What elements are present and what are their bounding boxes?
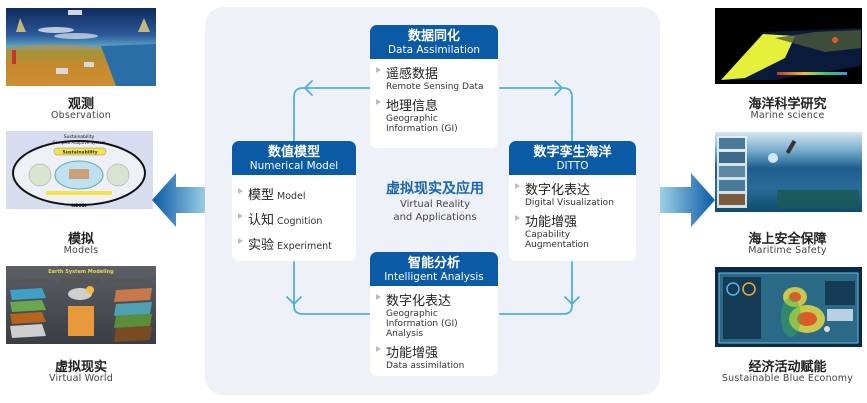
item-label-en: Experiment [277,241,332,252]
item-label-en: Information (GI) [386,319,458,329]
item-label-en: Cognition [277,216,323,227]
numerical-model-title-en: Numerical Model [249,160,339,172]
models-image-footer: NECSI [71,203,86,209]
models-label-en: Models [63,245,99,256]
item-label-en: Model [277,191,306,202]
maritime-safety-image [715,132,862,212]
ditto-box: 数字孪生海洋 DITTO 数字化表达 Digital Visualization… [509,141,636,261]
center-title-en-line2: and Applications [393,212,477,223]
models-label-cn: 模拟 [67,232,94,247]
item-label-en: Remote Sensing Data [386,82,484,92]
item-label-cn: 功能增强 [525,215,578,230]
models-image: Sustainability Complex Adaptive System S… [6,131,153,209]
bullet-triangle-icon [238,213,243,219]
item-label-en: Capability [525,230,571,240]
item-label-cn: 遥感数据 [386,67,439,82]
center-title-cn: 虚拟现实及应用 [386,181,484,197]
item-label-en: Geographic [386,309,438,319]
list-item: 数字化表达 Digital Visualization [515,179,630,208]
item-label-en: Analysis [386,329,424,339]
blue-economy-image [715,267,862,347]
marine-science-label-en: Marine science [750,110,825,121]
models-image-title1: Sustainability [64,134,95,140]
list-item: 地理信息 Geographic Information (GI) [376,95,492,134]
observation-label-cn: 观测 [67,97,94,112]
item-label-en: Augmentation [525,240,589,250]
list-item: 数字化表达 Geographic Information (GI) Analys… [376,290,492,339]
models-image-badge: Sustainability [62,150,97,156]
item-label-cn: 模型 [248,188,275,203]
left-arrow-icon [152,173,207,227]
blue-economy-label-en: Sustainable Blue Economy [721,373,854,384]
bullet-triangle-icon [376,67,381,73]
ditto-title-cn: 数字孪生海洋 [533,145,612,160]
center-title-en-line1: Virtual Reality [399,199,471,210]
intelligent-analysis-box: 智能分析 Intelligent Analysis 数字化表达 Geograph… [370,252,498,376]
bullet-triangle-icon [515,183,520,189]
intelligent-analysis-title-en: Intelligent Analysis [384,271,484,283]
bullet-triangle-icon [515,215,520,221]
virtual-world-label-en: Virtual World [49,373,113,384]
item-label-en: Geographic [386,114,438,124]
item-label-en: Digital Visualization [525,198,614,208]
item-label-cn: 数字化表达 [386,294,452,309]
ditto-title-en: DITTO [556,160,589,172]
item-label-cn: 实验 [248,238,275,253]
bullet-triangle-icon [376,99,381,105]
maritime-safety-label-cn: 海上安全保障 [748,232,827,247]
list-item: 功能增强 Capability Augmentation [515,211,630,250]
observation-image [6,8,156,86]
maritime-safety-label-en: Maritime Safety [748,245,827,256]
bullet-triangle-icon [376,294,381,300]
virtual-world-label-cn: 虚拟现实 [54,360,107,375]
list-item: 遥感数据 Remote Sensing Data [376,63,492,92]
marine-science-image [715,8,862,84]
bullet-triangle-icon [376,346,381,352]
bullet-triangle-icon [238,238,243,244]
virtual-world-image-title: Earth System Modeling [48,269,114,275]
center-title: 虚拟现实及应用 Virtual Reality and Applications [365,180,505,224]
data-assimilation-box: 数据同化 Data Assimilation 遥感数据 Remote Sensi… [370,25,498,148]
ditto-header: 数字孪生海洋 DITTO [509,141,636,175]
virtual-world-image: Earth System Modeling [6,266,156,344]
right-arrow-icon [660,173,715,227]
item-label-en: Data assimilation [386,361,465,371]
marine-science-label-cn: 海洋科学研究 [748,97,827,112]
data-assimilation-title-en: Data Assimilation [387,44,481,56]
numerical-model-title-cn: 数值模型 [267,145,320,160]
intelligent-analysis-header: 智能分析 Intelligent Analysis [370,252,498,286]
list-item: 功能增强 Data assimilation [376,342,492,371]
item-label-cn: 数字化表达 [525,183,591,198]
data-assimilation-header: 数据同化 Data Assimilation [370,25,498,59]
observation-label-en: Observation [50,110,112,121]
item-label-en: Information (GI) [386,124,458,134]
models-image-title2: Complex Adaptive System [53,140,106,145]
item-label-cn: 地理信息 [386,99,439,114]
blue-economy-label-cn: 经济活动赋能 [748,360,827,375]
bullet-triangle-icon [238,188,243,194]
numerical-model-header: 数值模型 Numerical Model [232,141,356,175]
intelligent-analysis-title-cn: 智能分析 [407,256,460,271]
item-label-cn: 功能增强 [386,346,439,361]
data-assimilation-title-cn: 数据同化 [407,29,460,44]
item-label-cn: 认知 [248,213,275,228]
